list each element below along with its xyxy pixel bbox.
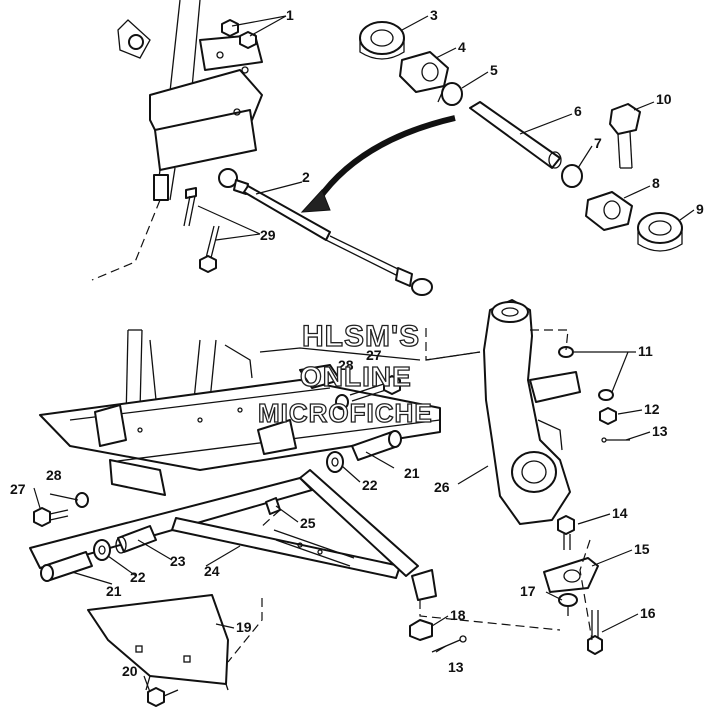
callout-1: 1 bbox=[286, 7, 294, 23]
callout-27-lower: 27 bbox=[10, 481, 26, 497]
bolt-20 bbox=[147, 687, 179, 707]
washer-11-upper bbox=[558, 346, 574, 358]
bolt-27-upper bbox=[349, 375, 401, 402]
bolt-27-lower bbox=[33, 507, 69, 527]
watermark-line2: ONLINE bbox=[300, 361, 412, 392]
ball-joint-17 bbox=[558, 593, 578, 616]
bushing-7 bbox=[561, 164, 583, 188]
tie-rod bbox=[218, 168, 433, 296]
callout-8: 8 bbox=[652, 175, 660, 191]
nut-18 bbox=[409, 619, 433, 641]
steering-column-assembly bbox=[117, 0, 263, 201]
bolt-16 bbox=[587, 610, 603, 655]
callout-25: 25 bbox=[300, 515, 316, 531]
bolt-29-upper bbox=[183, 187, 197, 227]
callout-11: 11 bbox=[638, 343, 653, 359]
bolt-29-lower bbox=[199, 225, 220, 273]
callout-17: 17 bbox=[520, 583, 536, 599]
spindle-knuckle-26 bbox=[483, 299, 581, 525]
callout-22-left: 22 bbox=[130, 569, 146, 585]
washer-28-upper bbox=[335, 394, 349, 410]
ball-joint-end bbox=[411, 569, 437, 601]
callout-26: 26 bbox=[434, 479, 450, 495]
bushing-tube-23 bbox=[115, 525, 157, 554]
cotter-pin-13-lower bbox=[431, 635, 467, 653]
shaft-6 bbox=[469, 101, 562, 169]
washer-22-right bbox=[326, 451, 344, 473]
watermark: HLSM'S ONLINE MICROFICHE bbox=[257, 319, 433, 428]
leader-lines bbox=[33, 15, 695, 693]
cotter-pin-13-upper bbox=[601, 437, 630, 443]
callout-15: 15 bbox=[634, 541, 650, 557]
plate-15 bbox=[543, 557, 599, 593]
callout-6: 6 bbox=[574, 103, 582, 119]
nut-12 bbox=[599, 407, 617, 425]
bushing-5 bbox=[437, 82, 463, 106]
callout-21-left: 21 bbox=[106, 583, 122, 599]
callout-24: 24 bbox=[204, 563, 220, 579]
callout-21-right: 21 bbox=[404, 465, 420, 481]
callout-19: 19 bbox=[236, 619, 252, 635]
bolt-10 bbox=[609, 103, 641, 169]
housing-8 bbox=[585, 191, 633, 231]
callout-28-upper: 28 bbox=[338, 357, 354, 373]
direction-arrow bbox=[300, 115, 456, 213]
housing-4 bbox=[399, 51, 449, 93]
callout-14: 14 bbox=[612, 505, 628, 521]
callout-23: 23 bbox=[170, 553, 186, 569]
callout-4: 4 bbox=[458, 39, 466, 55]
watermark-line1: HLSM'S bbox=[302, 320, 420, 353]
callout-28-lower: 28 bbox=[46, 467, 62, 483]
callout-20: 20 bbox=[122, 663, 138, 679]
pivot-tube-21-left bbox=[40, 551, 93, 582]
callout-29: 29 bbox=[260, 227, 276, 243]
washer-22-left bbox=[93, 539, 111, 561]
pivot-tube-21-right bbox=[351, 430, 402, 461]
callout-13-upper: 13 bbox=[652, 423, 668, 439]
skid-plate-19 bbox=[87, 594, 229, 691]
callout-5: 5 bbox=[490, 62, 498, 78]
callout-9: 9 bbox=[696, 201, 704, 217]
callout-27-upper: 27 bbox=[366, 347, 382, 363]
washer-11-lower bbox=[598, 389, 614, 401]
callout-12: 12 bbox=[644, 401, 660, 417]
callout-numbers: 1 2 3 4 5 6 7 8 9 10 11 12 13 14 15 16 1… bbox=[10, 7, 704, 679]
callout-2: 2 bbox=[302, 169, 310, 185]
bushing-9 bbox=[637, 212, 683, 252]
bolt-14 bbox=[557, 515, 575, 550]
bushing-3 bbox=[359, 21, 405, 60]
nut-pair-1 bbox=[221, 19, 257, 49]
callout-13-lower: 13 bbox=[448, 659, 464, 675]
callout-16: 16 bbox=[640, 605, 656, 621]
callout-3: 3 bbox=[430, 7, 438, 23]
callout-7: 7 bbox=[594, 135, 602, 151]
callout-22-right: 22 bbox=[362, 477, 378, 493]
callout-10: 10 bbox=[656, 91, 672, 107]
callout-18: 18 bbox=[450, 607, 466, 623]
watermark-line3: MICROFICHE bbox=[258, 398, 433, 428]
